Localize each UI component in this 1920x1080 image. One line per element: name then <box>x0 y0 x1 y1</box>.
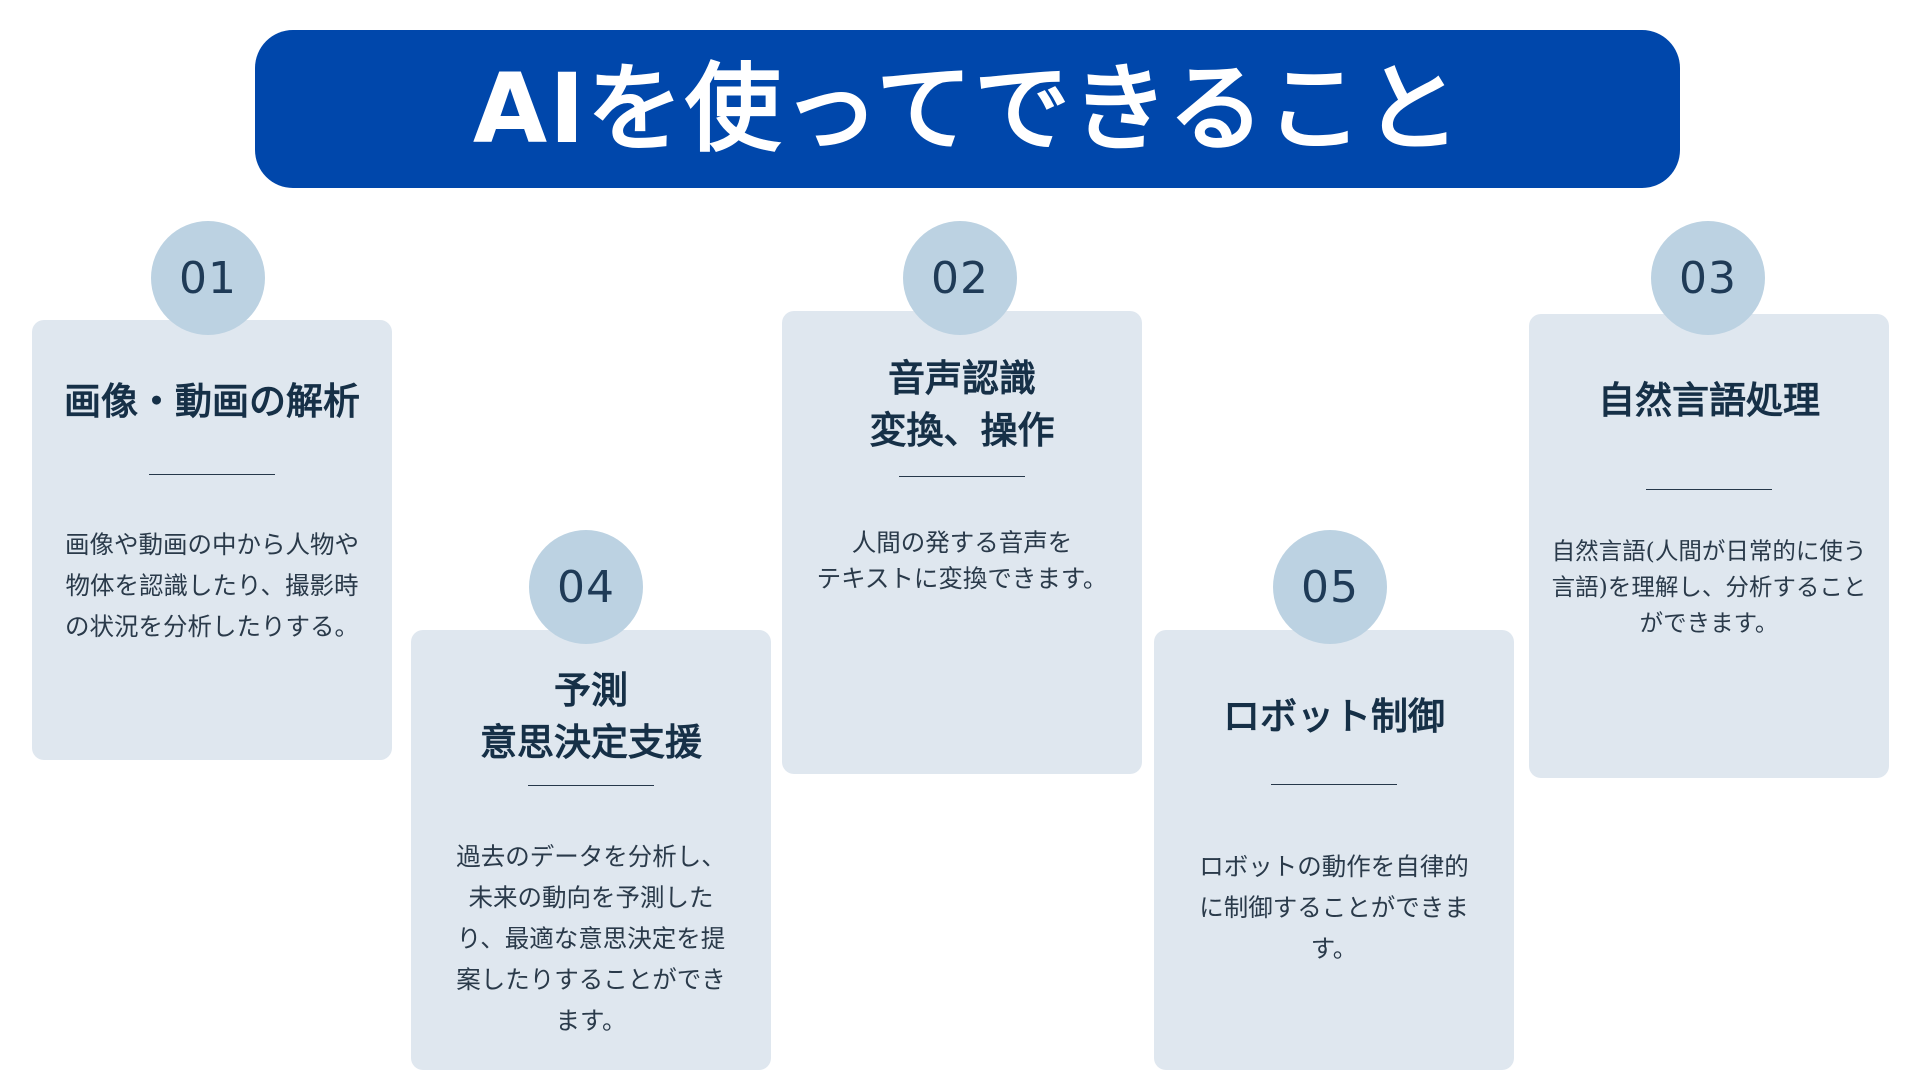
number-badge-label: 05 <box>1301 561 1359 613</box>
card-description-line: す。 <box>1310 934 1358 963</box>
number-badge: 04 <box>529 530 643 644</box>
number-badge-label: 01 <box>179 252 237 304</box>
card-title-line: 変換、操作 <box>869 408 1055 452</box>
card-title: 自然言語処理 <box>1529 374 1889 426</box>
card-description-line: 物体を認識したり、撮影時 <box>65 571 359 600</box>
card-description-line: 自然言語(人間が日常的に使う <box>1551 537 1867 565</box>
card-description: 画像や動画の中から人物や 物体を認識したり、撮影時 の状況を分析したりする。 <box>38 524 386 647</box>
card-description-line: ができます。 <box>1639 609 1779 637</box>
number-badge-label: 03 <box>1679 252 1737 304</box>
card-description: 人間の発する音声を テキストに変換できます。 <box>788 525 1136 597</box>
card-title-line: 音声認識 <box>888 356 1036 400</box>
card-description-line: テキストに変換できます。 <box>816 564 1108 593</box>
number-badge: 03 <box>1651 221 1765 335</box>
card-divider <box>899 476 1025 477</box>
number-badge-label: 04 <box>557 561 615 613</box>
card-description-line: 案したりすることができ <box>456 965 726 994</box>
card-divider <box>528 785 654 786</box>
card-description-line: 画像や動画の中から人物や <box>65 530 359 559</box>
card-title-line: 画像・動画の解析 <box>64 379 360 423</box>
card-title: ロボット制御 <box>1154 690 1514 742</box>
card-description-line: 人間の発する音声を <box>851 528 1073 557</box>
number-badge: 02 <box>903 221 1017 335</box>
card-description-line: ます。 <box>555 1006 627 1035</box>
card-description-line: 言語)を理解し、分析すること <box>1551 573 1867 601</box>
card-divider <box>149 474 275 475</box>
card-description-line: に制御することができま <box>1199 893 1469 922</box>
card-description-line: り、最適な意思決定を提 <box>456 924 726 953</box>
card-description-line: 過去のデータを分析し、 <box>456 842 726 871</box>
number-badge: 05 <box>1273 530 1387 644</box>
title-banner: AIを使ってできること <box>255 30 1680 188</box>
card-divider <box>1271 784 1397 785</box>
card-title: 音声認識 変換、操作 <box>782 352 1142 456</box>
card-prediction-decision-support: 予測 意思決定支援 過去のデータを分析し、 未来の動向を予測した り、最適な意思… <box>411 630 771 1070</box>
card-natural-language-processing: 自然言語処理 自然言語(人間が日常的に使う 言語)を理解し、分析すること ができ… <box>1529 314 1889 778</box>
card-speech-recognition: 音声認識 変換、操作 人間の発する音声を テキストに変換できます。 <box>782 311 1142 774</box>
card-description: 過去のデータを分析し、 未来の動向を予測した り、最適な意思決定を提 案したりす… <box>417 836 765 1041</box>
card-robot-control: ロボット制御 ロボットの動作を自律的 に制御することができま す。 <box>1154 630 1514 1070</box>
card-title-line: ロボット制御 <box>1223 694 1445 738</box>
card-title: 画像・動画の解析 <box>32 375 392 427</box>
card-title-line: 自然言語処理 <box>1598 378 1820 422</box>
card-divider <box>1646 489 1772 490</box>
card-description: 自然言語(人間が日常的に使う 言語)を理解し、分析すること ができます。 <box>1535 533 1883 641</box>
card-title: 予測 意思決定支援 <box>411 664 771 768</box>
card-description-line: ロボットの動作を自律的 <box>1199 852 1469 881</box>
card-description-line: の状況を分析したりする。 <box>65 612 359 641</box>
number-badge: 01 <box>151 221 265 335</box>
card-title-line: 意思決定支援 <box>480 720 702 764</box>
card-description-line: 未来の動向を予測した <box>468 883 714 912</box>
card-title-line: 予測 <box>554 668 628 712</box>
number-badge-label: 02 <box>931 252 989 304</box>
card-image-video-analysis: 画像・動画の解析 画像や動画の中から人物や 物体を認識したり、撮影時 の状況を分… <box>32 320 392 760</box>
page-title: AIを使ってできること <box>472 53 1463 165</box>
card-description: ロボットの動作を自律的 に制御することができま す。 <box>1160 846 1508 969</box>
